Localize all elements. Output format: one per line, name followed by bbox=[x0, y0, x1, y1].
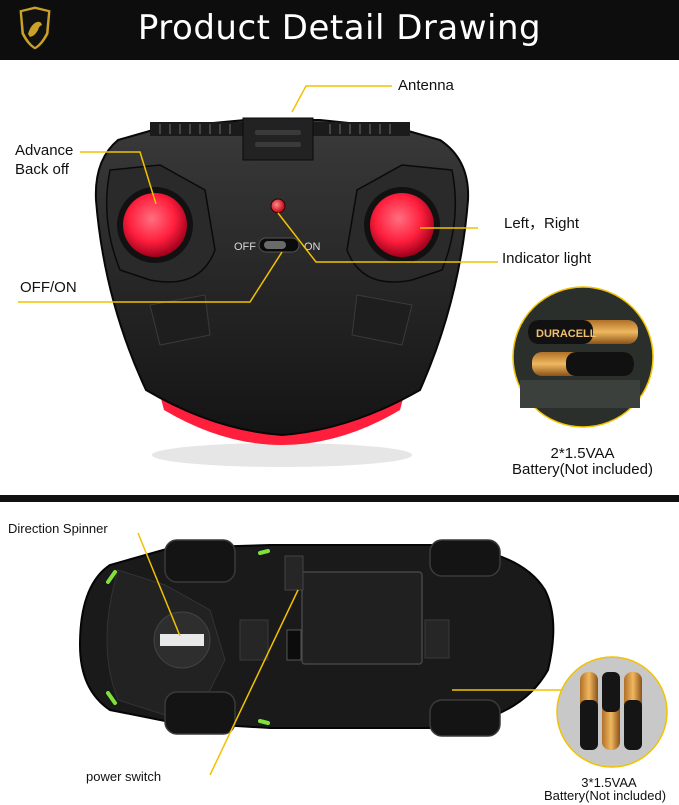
remote-callout-lines bbox=[18, 85, 498, 303]
indicator-light-icon bbox=[270, 198, 286, 214]
car-body bbox=[78, 544, 555, 729]
advance-label: Advance bbox=[15, 142, 74, 159]
back-off-label: Back off bbox=[15, 161, 69, 178]
remote-battery-note: Battery(Not included) bbox=[512, 461, 653, 478]
page-title: Product Detail Drawing bbox=[137, 8, 542, 48]
indicator-light-label: Indicator light bbox=[502, 250, 592, 267]
remote-battery-spec: 2*1.5VAA bbox=[550, 445, 615, 462]
remote-battery-photo: DURACELL bbox=[512, 286, 654, 428]
header-bar: Product Detail Drawing bbox=[0, 0, 679, 60]
left-joystick-button bbox=[117, 187, 193, 263]
power-switch-icon bbox=[258, 237, 300, 253]
car-battery-photo bbox=[556, 656, 668, 768]
section-divider bbox=[0, 495, 679, 502]
remote-controller bbox=[94, 117, 470, 467]
off-on-label: OFF/ON bbox=[20, 279, 77, 296]
switch-off-label: OFF bbox=[234, 241, 256, 253]
antenna-label: Antenna bbox=[398, 77, 454, 94]
right-joystick-button bbox=[364, 187, 440, 263]
lamborghini-logo-icon bbox=[18, 5, 52, 51]
car-battery-spec: 3*1.5VAA bbox=[581, 775, 637, 790]
car-battery-note: Battery(Not included) bbox=[543, 788, 667, 803]
car-callout-lines bbox=[137, 532, 575, 776]
switch-on-label: ON bbox=[304, 241, 321, 253]
car-wheels bbox=[164, 539, 501, 737]
battery-brand-label: DURACELL bbox=[536, 328, 597, 340]
direction-spinner-label: Direction Spinner bbox=[8, 521, 108, 536]
left-right-label: Left，Right bbox=[504, 215, 580, 232]
power-switch-label: power switch bbox=[86, 769, 162, 784]
